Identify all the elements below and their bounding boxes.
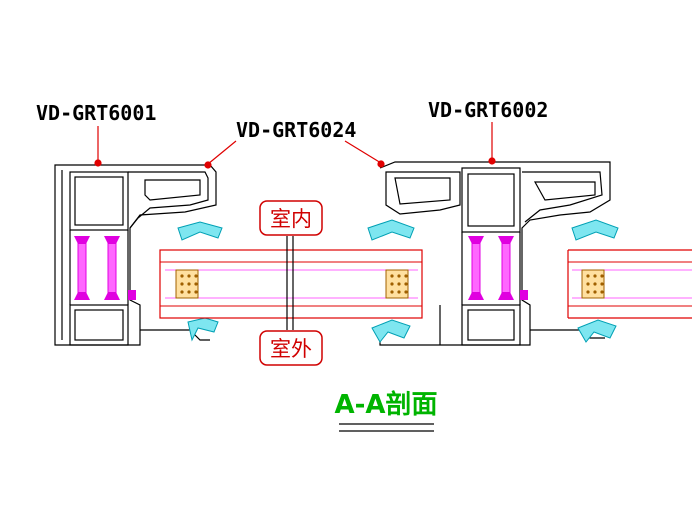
left-glass-unit	[159, 249, 423, 319]
left-seals	[177, 221, 223, 342]
right-glass-unit	[567, 249, 692, 319]
right-seals	[367, 219, 619, 343]
room-label-outside-text: 室外	[270, 337, 312, 361]
left-thermal-break	[74, 236, 136, 300]
label-vd-grt6001: VD-GRT6001	[36, 101, 156, 125]
room-divider	[286, 236, 294, 330]
section-title: A-A剖面	[334, 389, 437, 420]
room-label-inside-text: 室内	[270, 207, 312, 231]
room-label-inside: 室内	[259, 200, 323, 236]
right-thermal-break	[468, 236, 528, 300]
label-vd-grt6002: VD-GRT6002	[428, 98, 548, 122]
leader-lines	[94, 122, 496, 169]
room-label-outside: 室外	[259, 330, 323, 366]
label-vd-grt6024: VD-GRT6024	[236, 118, 356, 142]
section-title-underline	[339, 423, 434, 432]
